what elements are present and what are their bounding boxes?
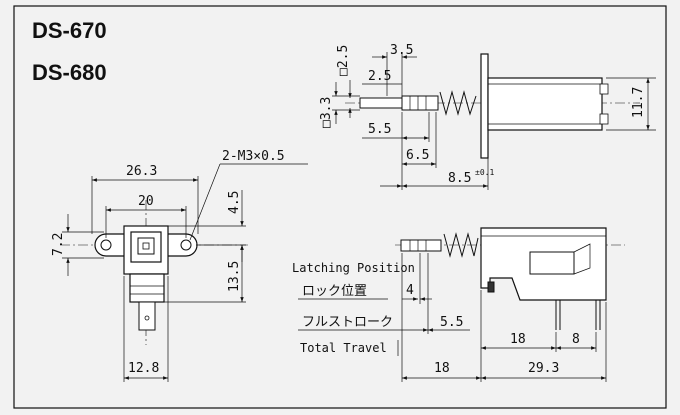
dim-5-5-stroke: 5.5	[440, 315, 463, 330]
dim-3-5: 3.5	[390, 43, 413, 58]
travel-view: Latching Position ロック位置 4 フルストローク 5.5 To…	[292, 227, 625, 382]
mount-hole-left	[100, 239, 112, 251]
dim-8-5-tolerance: ±0.1	[475, 168, 494, 177]
dim-20: 20	[138, 194, 154, 209]
dim-8: 8	[572, 332, 580, 347]
dim-6-5: 6.5	[406, 148, 429, 163]
latching-position-jp-label: ロック位置	[302, 284, 367, 299]
dim-m3-thread: 2-M3×0.5	[222, 149, 285, 164]
dim-26-3: 26.3	[126, 164, 157, 179]
dim-4-5: 4.5	[227, 191, 242, 214]
model-title-ds670: DS-670	[32, 18, 107, 43]
dim-8-5: 8.5	[448, 171, 471, 186]
total-travel-label: Total Travel	[300, 341, 387, 355]
dim-5-5: 5.5	[368, 122, 391, 137]
mount-hole-right	[180, 239, 192, 251]
dim-18-lower: 18	[434, 361, 450, 376]
side-view: 3.5 □2.5 2.5 □3.3 5.5 6.5 8.5 ±0.1 11.	[319, 43, 656, 190]
mounting-plate	[480, 53, 489, 159]
full-stroke-jp-label: フルストローク	[302, 315, 393, 330]
dim-sq-3-3: □3.3	[319, 97, 334, 128]
spring	[439, 90, 477, 116]
dim-7-2: 7.2	[51, 233, 66, 256]
dim-13-5: 13.5	[227, 261, 242, 292]
travel-spring	[443, 232, 479, 258]
dim-18-upper: 18	[510, 332, 526, 347]
travel-plunger	[400, 239, 442, 252]
dim-2-5: 2.5	[368, 69, 391, 84]
plunger-collar	[401, 95, 439, 111]
front-view: 26.3 20 2-M3×0.5 4.5 7.2 13.5 12.8	[51, 149, 308, 382]
switch-body	[487, 77, 603, 131]
dim-sq-2-5: □2.5	[336, 45, 351, 76]
side-window	[529, 251, 575, 275]
dim-11-7: 11.7	[631, 87, 646, 118]
front-lower-body	[129, 273, 165, 303]
dim-29-3: 29.3	[528, 361, 559, 376]
drawing-frame	[13, 5, 667, 409]
dim-4: 4	[406, 283, 414, 298]
latching-position-label: Latching Position	[292, 261, 415, 275]
plunger-shaft	[359, 97, 405, 109]
model-title-ds680: DS-680	[32, 60, 107, 85]
dim-12-8: 12.8	[128, 361, 159, 376]
